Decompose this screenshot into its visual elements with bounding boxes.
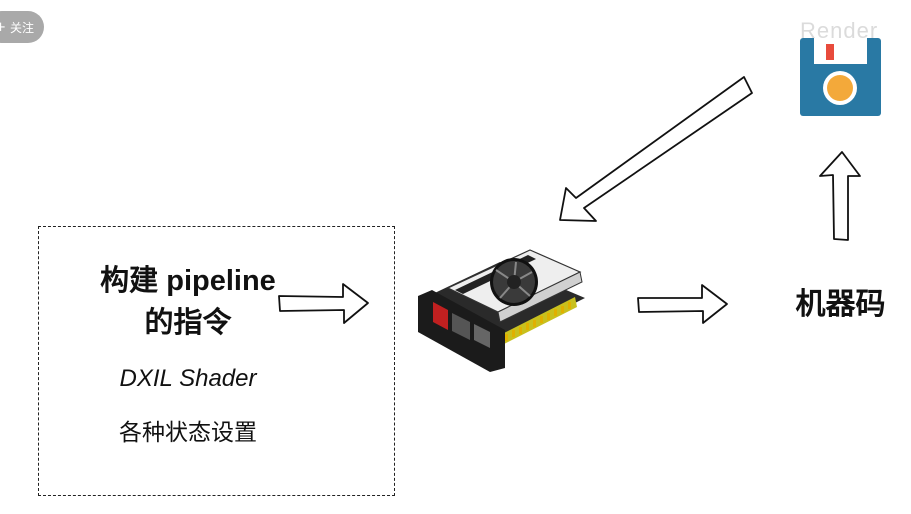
save-icon <box>800 38 881 116</box>
arrow-diagonal-to-gpu <box>559 76 753 222</box>
plus-icon: + <box>0 19 6 35</box>
arrow-to-machine-code <box>637 284 728 324</box>
arrow-up-to-save <box>819 151 861 241</box>
pipeline-input-box <box>38 226 395 496</box>
machine-code-label: 机器码 <box>795 287 886 322</box>
follow-label: 关注 <box>9 20 34 35</box>
graphics-card-icon <box>418 249 585 372</box>
pipeline-title-line2: 的指令 <box>144 305 232 339</box>
pipeline-title-line1: 构建 pipeline <box>100 265 276 297</box>
state-settings-label: 各种状态设置 <box>119 420 257 446</box>
follow-button[interactable]: + 关注 <box>0 11 44 43</box>
dxil-shader-label: DXIL Shader <box>119 365 257 392</box>
arrow-to-gpu <box>278 283 369 324</box>
